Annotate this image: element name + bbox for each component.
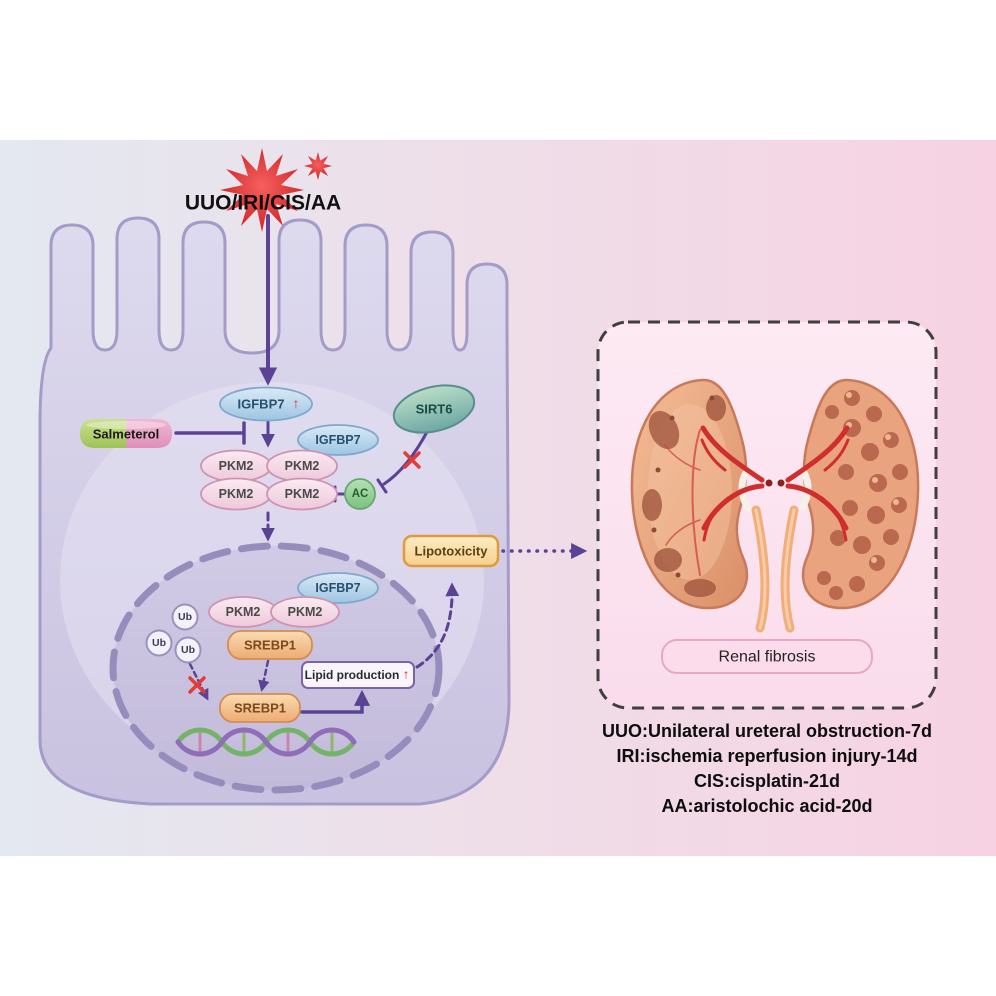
legend: UUO:Unilateral ureteral obstruction-7d I… (602, 721, 932, 816)
inhibit-sirt6-curve (382, 428, 430, 486)
sirt6-enzyme: SIRT6 (392, 384, 476, 434)
legend-line-uuo: UUO:Unilateral ureteral obstruction-7d (602, 721, 932, 741)
stimulus-star-icon (220, 148, 304, 232)
ub-label-3: Ub (181, 644, 195, 656)
arrow-srebp1-translocation (258, 659, 270, 692)
igfbp7-up-arrow: ↑ (293, 395, 300, 411)
ubiquitin-cluster: Ub Ub Ub (145, 603, 202, 664)
igfbp7-membrane-label: IGFBP7 (238, 397, 285, 412)
lipid-production-label: Lipid production (305, 668, 400, 682)
pkm2-label-2: PKM2 (285, 459, 320, 473)
blocked-marks (188, 451, 421, 694)
stimulus-small-star-icon (304, 152, 332, 180)
lipotoxicity-box: Lipotoxicity (402, 534, 500, 568)
srebp1-gene-bound: SREBP1 (219, 693, 301, 723)
arrow-srebp1-to-lipid (300, 689, 371, 714)
renal-fibrosis-label: Renal fibrosis (661, 639, 873, 674)
kidney-left-illustration (630, 378, 749, 610)
lipid-production-box: Lipid production ↑ (301, 661, 415, 689)
legend-line-iri: IRI:ischemia reperfusion injury-14d (616, 746, 917, 766)
pkm2-nuclear-label-2: PKM2 (288, 605, 323, 619)
salmeterol-capsule: Salmeterol (80, 419, 172, 448)
pkm2-nuclear-dimer: PKM2 PKM2 (208, 596, 340, 628)
stimulus-label: UUO/IRI/CIS/AA (185, 192, 341, 215)
dna-helix (175, 727, 357, 757)
pkm2-nuclear-label-1: PKM2 (226, 605, 261, 619)
lipotoxicity-label: Lipotoxicity (415, 544, 489, 559)
igfbp7-cytoplasm: IGFBP7 (297, 424, 379, 456)
red-x-ubiquitin-icon (188, 676, 206, 694)
ub-label-1: Ub (178, 611, 192, 623)
kidney-right-illustration (801, 378, 920, 610)
igfbp7-nuclear-label: IGFBP7 (315, 581, 360, 595)
connectors (174, 214, 588, 714)
srebp1-complex-label: SREBP1 (244, 638, 296, 653)
renal-fibrosis-text: Renal fibrosis (719, 649, 816, 666)
lipid-production-up-arrow: ↑ (403, 667, 410, 682)
ub-label-2: Ub (152, 637, 166, 649)
arrow-lipid-to-lipotoxicity (415, 582, 460, 669)
srebp1-complex: SREBP1 (227, 630, 313, 660)
inhibit-sirt6-bar (376, 478, 388, 494)
igfbp7-nuclear: IGFBP7 (297, 572, 379, 604)
pkm2-tetramer: PKM2 PKM2 PKM2 PKM2 (200, 449, 338, 511)
igfbp7-cytoplasm-label: IGFBP7 (315, 433, 360, 447)
legend-line-cis: CIS:cisplatin-21d (694, 771, 840, 791)
pkm2-label-3: PKM2 (219, 487, 254, 501)
legend-line-aa: AA:aristolochic acid-20d (661, 796, 872, 816)
ac-label: AC (352, 488, 369, 500)
renal-vessels (700, 425, 850, 633)
stimulus-burst: UUO/IRI/CIS/AA (185, 148, 341, 232)
ac-acetylation: AC (344, 478, 376, 510)
pkm2-label-1: PKM2 (219, 459, 254, 473)
pkm2-label-4: PKM2 (285, 487, 320, 501)
igfbp7-membrane: IGFBP7 ↑ (219, 386, 313, 422)
sirt6-label: SIRT6 (416, 402, 453, 417)
red-x-sirt6-icon (403, 451, 421, 469)
srebp1-gene-label: SREBP1 (234, 701, 286, 716)
salmeterol-label: Salmeterol (93, 427, 159, 442)
kidney-panel: Renal fibrosis UUO:Unilateral ureteral o… (596, 320, 938, 816)
